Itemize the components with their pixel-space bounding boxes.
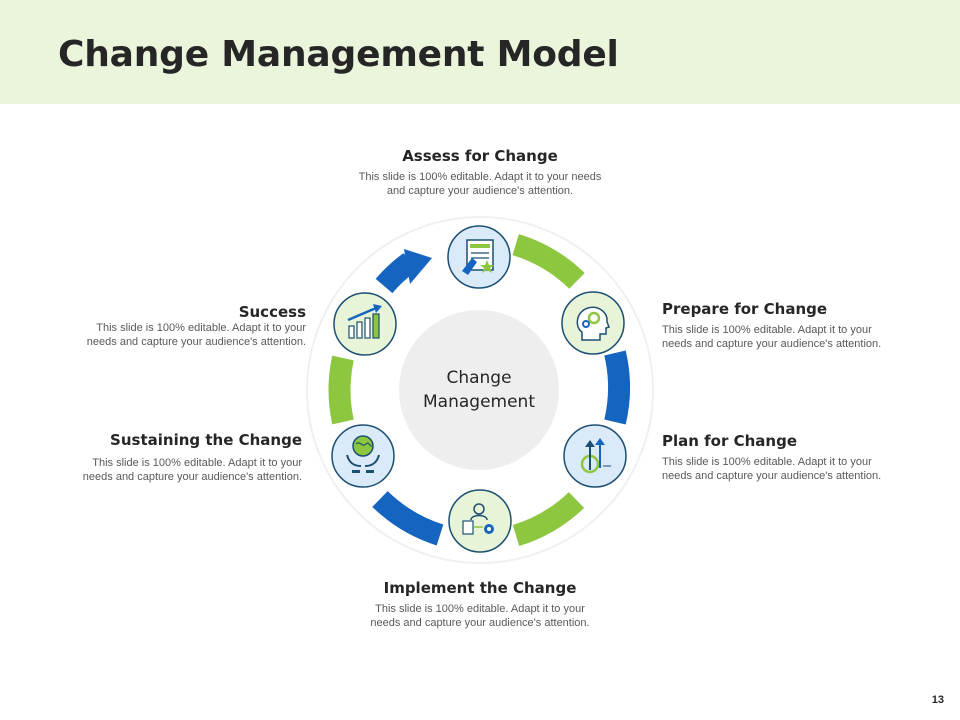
step-plan-desc: This slide is 100% editable. Adapt it to… (662, 456, 882, 482)
node-sustain (331, 424, 395, 488)
globe-hands-icon (346, 435, 380, 473)
step-success-title: Success (238, 303, 306, 321)
center-label: Change Management (400, 366, 558, 414)
arc-sustain-success (328, 355, 354, 425)
step-plan-title: Plan for Change (662, 432, 798, 450)
step-implement-desc: This slide is 100% editable. Adapt it to… (370, 603, 590, 629)
step-sustain-title: Sustaining the Change (110, 431, 302, 449)
person-gear-icon (462, 503, 494, 535)
node-prepare (561, 291, 625, 355)
head-gears-icon (576, 306, 610, 341)
page-number: 13 (931, 694, 944, 706)
checklist-hand-icon (462, 239, 494, 275)
arc-assess-prepare (512, 234, 585, 289)
page-title: Change Management Model (58, 34, 619, 75)
center-circle (399, 310, 559, 470)
step-prepare-desc: This slide is 100% editable. Adapt it to… (662, 324, 882, 350)
center-line-1: Change (446, 368, 512, 388)
step-assess-title: Assess for Change (402, 147, 558, 165)
arc-prepare-plan (604, 350, 630, 425)
node-success (333, 292, 397, 356)
growth-arrows-icon (580, 438, 611, 474)
node-plan (563, 424, 627, 488)
step-success-desc: This slide is 100% editable. Adapt it to… (86, 322, 306, 348)
outer-ring (306, 216, 654, 564)
step-prepare-title: Prepare for Change (662, 300, 828, 318)
arc-implement-sustain (372, 490, 444, 546)
node-assess (447, 225, 511, 289)
arc-plan-implement (512, 491, 585, 547)
step-implement-title: Implement the Change (383, 579, 577, 597)
title-banner (0, 0, 960, 104)
center-line-2: Management (423, 392, 535, 412)
node-implement (448, 489, 512, 553)
step-assess-desc: This slide is 100% editable. Adapt it to… (358, 171, 602, 197)
bar-chart-arrow-icon (347, 304, 382, 339)
arc-arrowhead (404, 249, 432, 284)
step-sustain-desc: This slide is 100% editable. Adapt it to… (82, 457, 302, 483)
arc-success-assess (375, 253, 417, 294)
